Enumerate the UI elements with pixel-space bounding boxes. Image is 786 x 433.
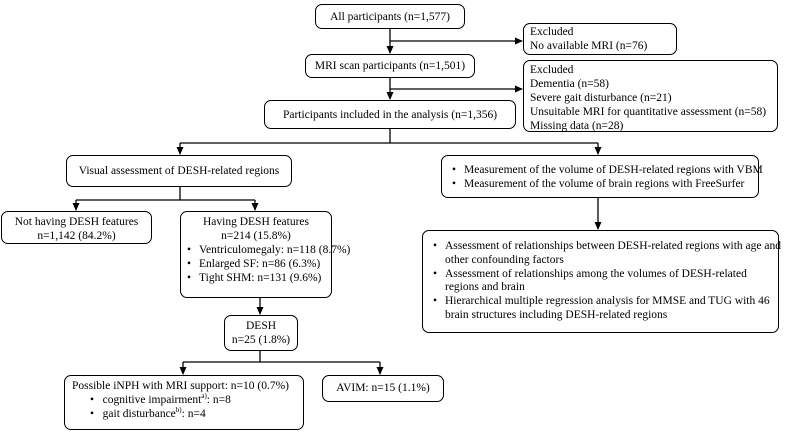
enlarged-sf-item: •Enlarged SF: n=86 (6.3%) bbox=[187, 258, 321, 270]
ventriculomegaly-item: •Ventriculomegaly: n=118 (8.7%) bbox=[187, 244, 351, 256]
excluded-no-mri-item: No available MRI (n=76) bbox=[530, 40, 648, 52]
desh-count: n=25 (1.8%) bbox=[231, 334, 291, 346]
avim-text: AVIM: n=15 (1.1%) bbox=[336, 382, 430, 394]
cognitive-impairment-item: • cognitive impairmenta): n=8 bbox=[90, 392, 231, 406]
assessment-regression-item: •Hierarchical multiple regression analys… bbox=[433, 295, 770, 321]
excluded-unsuitable-mri: Unsuitable MRI for quantitative assessme… bbox=[530, 106, 767, 118]
desh-box: DESH n=25 (1.8%) bbox=[224, 315, 298, 351]
assessment-box: •Assessment of relationships between DES… bbox=[422, 230, 781, 333]
not-having-desh-label: Not having DESH features bbox=[14, 216, 139, 228]
desh-label: DESH bbox=[245, 320, 277, 332]
included-analysis-box: Participants included in the analysis (n… bbox=[264, 100, 516, 129]
visual-assessment-box: Visual assessment of DESH-related region… bbox=[66, 155, 292, 187]
all-participants-box: All participants (n=1,577) bbox=[315, 4, 465, 29]
excluded-missing-data: Missing data (n=28) bbox=[530, 120, 624, 132]
avim-box: AVIM: n=15 (1.1%) bbox=[322, 375, 444, 402]
excluded-reasons-title: Excluded bbox=[530, 64, 574, 76]
excluded-no-mri-box: Excluded No available MRI (n=76) bbox=[523, 23, 677, 55]
assessment-volumes-item: •Assessment of relationships among the v… bbox=[433, 267, 747, 294]
not-having-desh-count: n=1,142 (84.2%) bbox=[37, 230, 116, 242]
excluded-title: Excluded bbox=[530, 26, 574, 38]
mri-participants-box: MRI scan participants (n=1,501) bbox=[305, 54, 475, 78]
possible-inph-title: Possible iNPH with MRI support: n=10 (0.… bbox=[72, 380, 290, 392]
having-desh-label: Having DESH features bbox=[202, 216, 310, 228]
gait-disturbance-item: • gait disturbanceb): n=4 bbox=[90, 406, 206, 420]
having-desh-box: Having DESH features n=214 (15.8%) •Vent… bbox=[180, 211, 351, 298]
measurement-freesurfer-item: •Measurement of the volume of brain regi… bbox=[452, 178, 745, 190]
mri-participants-text: MRI scan participants (n=1,501) bbox=[314, 60, 466, 72]
all-participants-text: All participants (n=1,577) bbox=[330, 11, 450, 23]
excluded-dementia: Dementia (n=58) bbox=[530, 78, 609, 90]
measurement-box: •Measurement of the volume of DESH-relat… bbox=[441, 155, 763, 198]
excluded-reasons-box: Excluded Dementia (n=58) Severe gait dis… bbox=[523, 60, 778, 132]
included-analysis-text: Participants included in the analysis (n… bbox=[282, 109, 498, 121]
measurement-vbm-item: •Measurement of the volume of DESH-relat… bbox=[452, 164, 763, 176]
visual-assessment-text: Visual assessment of DESH-related region… bbox=[78, 165, 280, 177]
excluded-gait: Severe gait disturbance (n=21) bbox=[530, 92, 672, 104]
assessment-age-item: •Assessment of relationships between DES… bbox=[433, 240, 781, 266]
not-having-desh-box: Not having DESH features n=1,142 (84.2%) bbox=[1, 211, 152, 244]
possible-inph-box: Possible iNPH with MRI support: n=10 (0.… bbox=[64, 375, 304, 430]
tight-shm-item: •Tight SHM: n=131 (9.6%) bbox=[187, 272, 322, 284]
having-desh-count: n=214 (15.8%) bbox=[221, 230, 291, 242]
